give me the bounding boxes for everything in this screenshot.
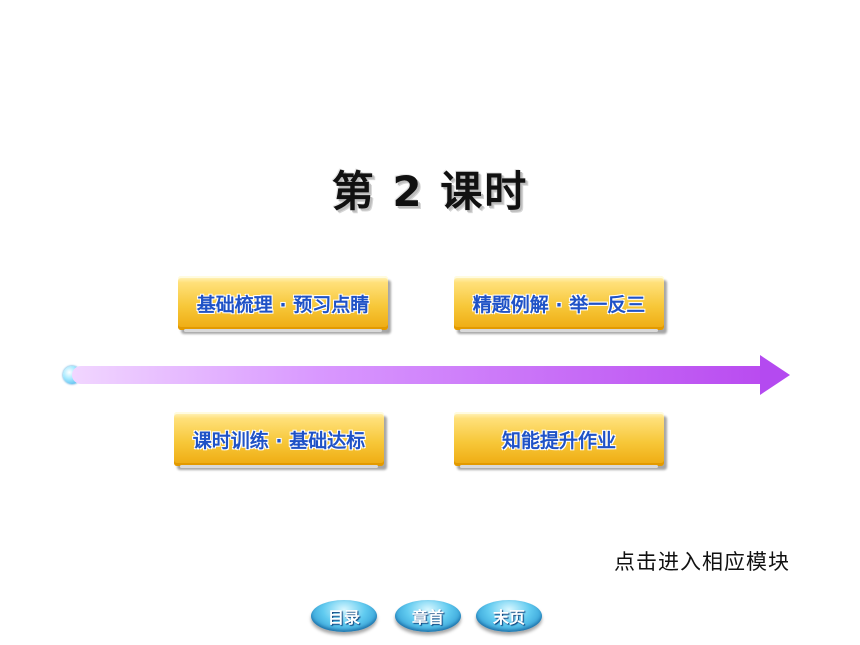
nav-button-contents[interactable]: 目录 <box>311 600 377 632</box>
hint-text: 点击进入相应模块 <box>614 550 790 574</box>
nav-button-label: 末页 <box>492 608 525 627</box>
nav-button-chapter-start[interactable]: 章首 <box>395 600 461 632</box>
module-button-lesson-practice[interactable]: 课时训练 · 基础达标 <box>174 412 384 468</box>
module-label: 课时训练 · 基础达标 <box>192 429 366 452</box>
nav-button-label: 章首 <box>411 608 444 627</box>
module-button-homework[interactable]: 知能提升作业 <box>454 412 664 468</box>
nav-button-label: 目录 <box>327 608 360 627</box>
timeline-arrow <box>72 366 764 384</box>
module-button-examples[interactable]: 精题例解 · 举一反三 <box>454 276 664 332</box>
arrow-head-icon <box>760 355 790 395</box>
module-button-basics-preview[interactable]: 基础梳理 · 预习点睛 <box>178 276 388 332</box>
module-label: 基础梳理 · 预习点睛 <box>196 293 370 316</box>
lesson-title: 第 2 课时 <box>331 167 529 216</box>
module-label: 精题例解 · 举一反三 <box>472 293 646 316</box>
module-label: 知能提升作业 <box>501 429 616 452</box>
nav-button-last-page[interactable]: 末页 <box>476 600 542 632</box>
